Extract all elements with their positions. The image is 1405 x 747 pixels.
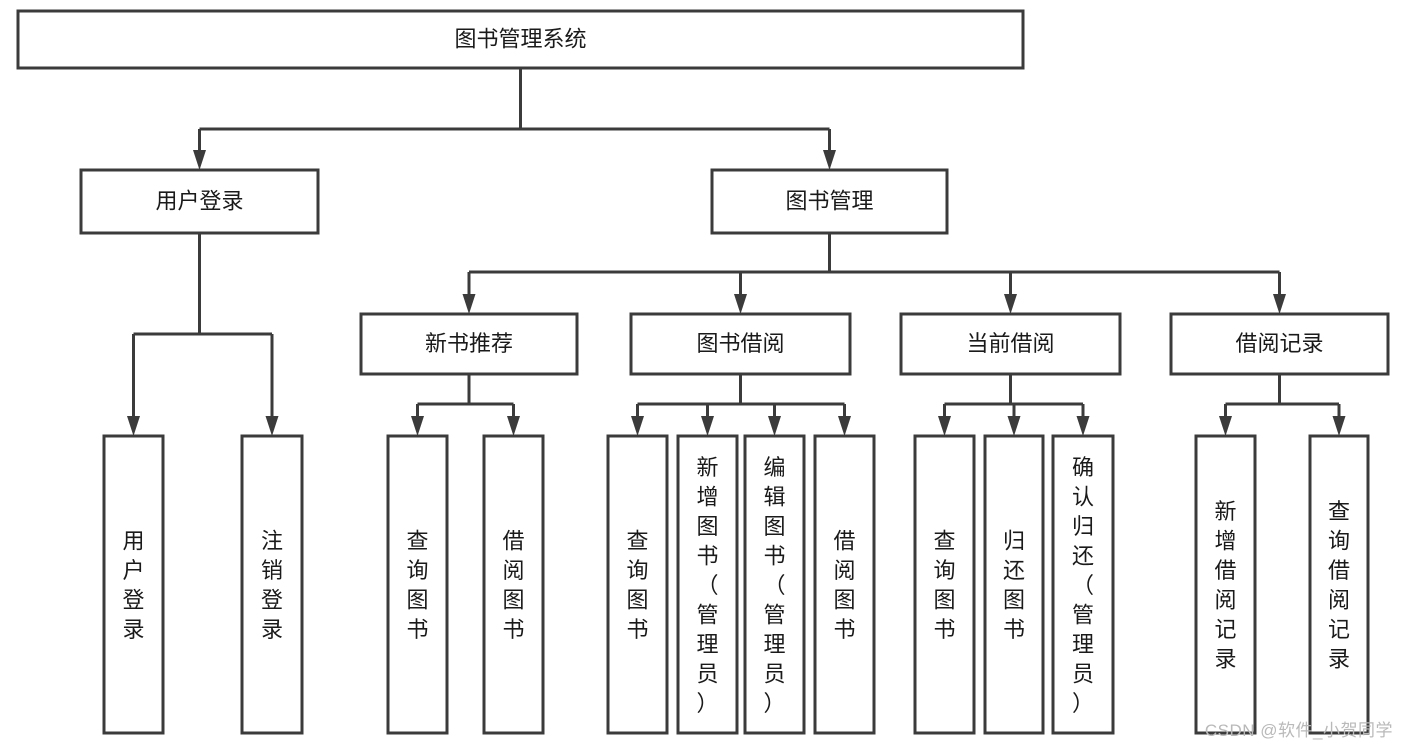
node-leaf-return-book[interactable]: 归还图书	[983, 434, 1045, 735]
node-user-login[interactable]: 用户登录	[79, 168, 320, 235]
node-box-new-book-recommend[interactable]	[359, 312, 579, 376]
node-box-book-borrow[interactable]	[629, 312, 852, 376]
nodes-layer: 图书管理系统用户登录图书管理新书推荐图书借阅当前借阅借阅记录用户登录注销登录查询…	[16, 9, 1390, 735]
node-box-leaf-add-book[interactable]	[676, 434, 739, 735]
node-label-leaf-borrow-book-2: 借阅图书	[833, 529, 855, 643]
node-box-leaf-borrow-book-1[interactable]	[482, 434, 545, 735]
node-leaf-query-book-2[interactable]: 查询图书	[606, 434, 669, 735]
node-box-leaf-edit-book[interactable]	[743, 434, 806, 735]
node-label-leaf-query-book-3: 查询图书	[933, 529, 955, 643]
node-label-leaf-user-login: 用户登录	[122, 529, 144, 643]
node-leaf-borrow-book-1[interactable]: 借阅图书	[482, 434, 545, 735]
edges-layer	[127, 68, 1346, 436]
node-leaf-query-record[interactable]: 查询借阅记录	[1308, 434, 1370, 735]
node-box-current-borrow[interactable]	[899, 312, 1122, 376]
node-label-root: 图书管理系统	[454, 26, 586, 51]
watermark: CSDN @软件_小贺同学	[1204, 721, 1393, 740]
node-root[interactable]: 图书管理系统	[16, 9, 1025, 70]
node-new-book-recommend[interactable]: 新书推荐	[359, 312, 579, 376]
node-box-leaf-logout[interactable]	[240, 434, 304, 735]
node-label-borrow-record: 借阅记录	[1235, 331, 1323, 356]
node-leaf-borrow-book-2[interactable]: 借阅图书	[813, 434, 876, 735]
node-label-leaf-query-book-2: 查询图书	[626, 529, 648, 643]
node-box-leaf-query-book-3[interactable]	[913, 434, 976, 735]
node-leaf-logout[interactable]: 注销登录	[240, 434, 304, 735]
node-box-leaf-query-record[interactable]	[1308, 434, 1370, 735]
node-label-new-book-recommend: 新书推荐	[425, 331, 513, 356]
node-label-leaf-query-book-1: 查询图书	[406, 529, 428, 643]
node-label-leaf-add-record: 新增借阅记录	[1214, 499, 1236, 672]
node-book-manage[interactable]: 图书管理	[710, 168, 949, 235]
node-box-leaf-query-book-1[interactable]	[386, 434, 449, 735]
node-box-leaf-borrow-book-2[interactable]	[813, 434, 876, 735]
node-label-book-manage: 图书管理	[785, 188, 873, 213]
node-current-borrow[interactable]: 当前借阅	[899, 312, 1122, 376]
node-box-leaf-query-book-2[interactable]	[606, 434, 669, 735]
node-box-leaf-user-login[interactable]	[102, 434, 165, 735]
node-borrow-record[interactable]: 借阅记录	[1169, 312, 1390, 376]
node-box-book-manage[interactable]	[710, 168, 949, 235]
node-box-leaf-confirm-return[interactable]	[1051, 434, 1115, 735]
node-leaf-query-book-3[interactable]: 查询图书	[913, 434, 976, 735]
node-label-leaf-logout: 注销登录	[261, 529, 283, 643]
node-label-book-borrow: 图书借阅	[696, 331, 784, 356]
node-box-root[interactable]	[16, 9, 1025, 70]
node-label-leaf-return-book: 归还图书	[1003, 529, 1025, 643]
node-box-leaf-add-record[interactable]	[1194, 434, 1257, 735]
node-box-borrow-record[interactable]	[1169, 312, 1390, 376]
node-label-leaf-borrow-book-1: 借阅图书	[502, 529, 524, 643]
node-leaf-edit-book[interactable]: 编辑图书（管理员）	[743, 434, 806, 735]
node-label-leaf-query-record: 查询借阅记录	[1328, 499, 1350, 672]
node-label-leaf-confirm-return: 确认归还（管理员）	[1072, 455, 1094, 716]
node-label-leaf-edit-book: 编辑图书（管理员）	[763, 455, 785, 716]
node-label-user-login: 用户登录	[155, 188, 243, 213]
node-box-user-login[interactable]	[79, 168, 320, 235]
node-leaf-query-book-1[interactable]: 查询图书	[386, 434, 449, 735]
node-leaf-add-record[interactable]: 新增借阅记录	[1194, 434, 1257, 735]
node-box-leaf-return-book[interactable]	[983, 434, 1045, 735]
node-label-current-borrow: 当前借阅	[966, 331, 1054, 356]
node-book-borrow[interactable]: 图书借阅	[629, 312, 852, 376]
node-leaf-user-login[interactable]: 用户登录	[102, 434, 165, 735]
node-leaf-confirm-return[interactable]: 确认归还（管理员）	[1051, 434, 1115, 735]
node-label-leaf-add-book: 新增图书（管理员）	[696, 455, 718, 716]
node-leaf-add-book[interactable]: 新增图书（管理员）	[676, 434, 739, 735]
